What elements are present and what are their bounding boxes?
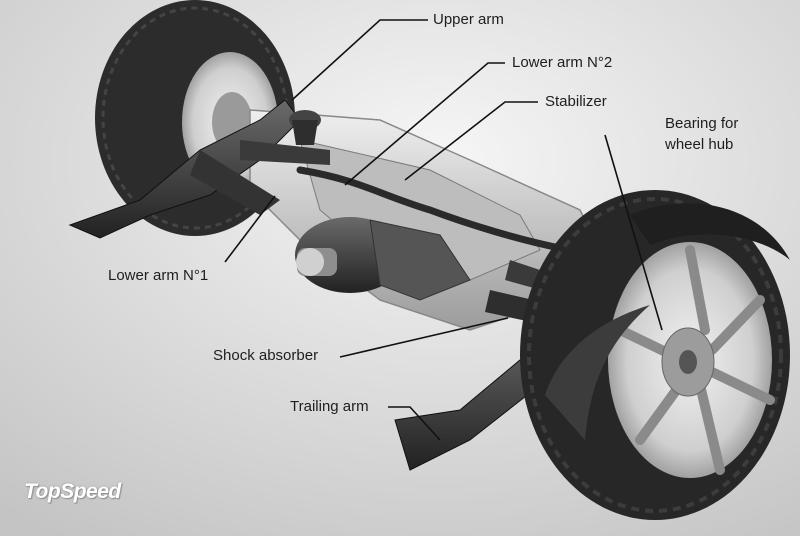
label-bearing-for-wheel-hub: Bearing for wheel hub: [665, 115, 739, 153]
label-lower-arm-2: Lower arm N°2: [512, 54, 613, 71]
label-stabilizer: Stabilizer: [545, 93, 607, 110]
wheel-front-right: [520, 190, 790, 520]
wheel-rear-left: [95, 0, 295, 236]
leader-stabilizer: [404, 101, 538, 181]
leader-lines: [224, 19, 663, 441]
leader-trailing-arm: [388, 406, 441, 441]
label-shock-absorber: Shock absorber: [213, 347, 319, 364]
label-upper-arm: Upper arm: [433, 11, 504, 28]
topspeed-watermark: TopSpeed: [24, 480, 121, 503]
leader-lower-arm-1: [224, 195, 276, 263]
label-lower-arm-1: Lower arm N°1: [108, 267, 209, 284]
leader-bearing: [604, 134, 663, 331]
leader-upper-arm: [291, 19, 428, 101]
wheel-hub-bearing: [630, 203, 790, 260]
leader-lower-arm-2: [344, 62, 505, 186]
leader-shock-absorber: [339, 317, 509, 358]
left-spring-mount: [289, 110, 321, 145]
label-trailing-arm: Trailing arm: [290, 398, 369, 415]
brake-shield: [545, 305, 650, 440]
differential: [295, 217, 471, 301]
left-arms: [68, 99, 330, 239]
stabilizer-bar: [296, 166, 564, 252]
